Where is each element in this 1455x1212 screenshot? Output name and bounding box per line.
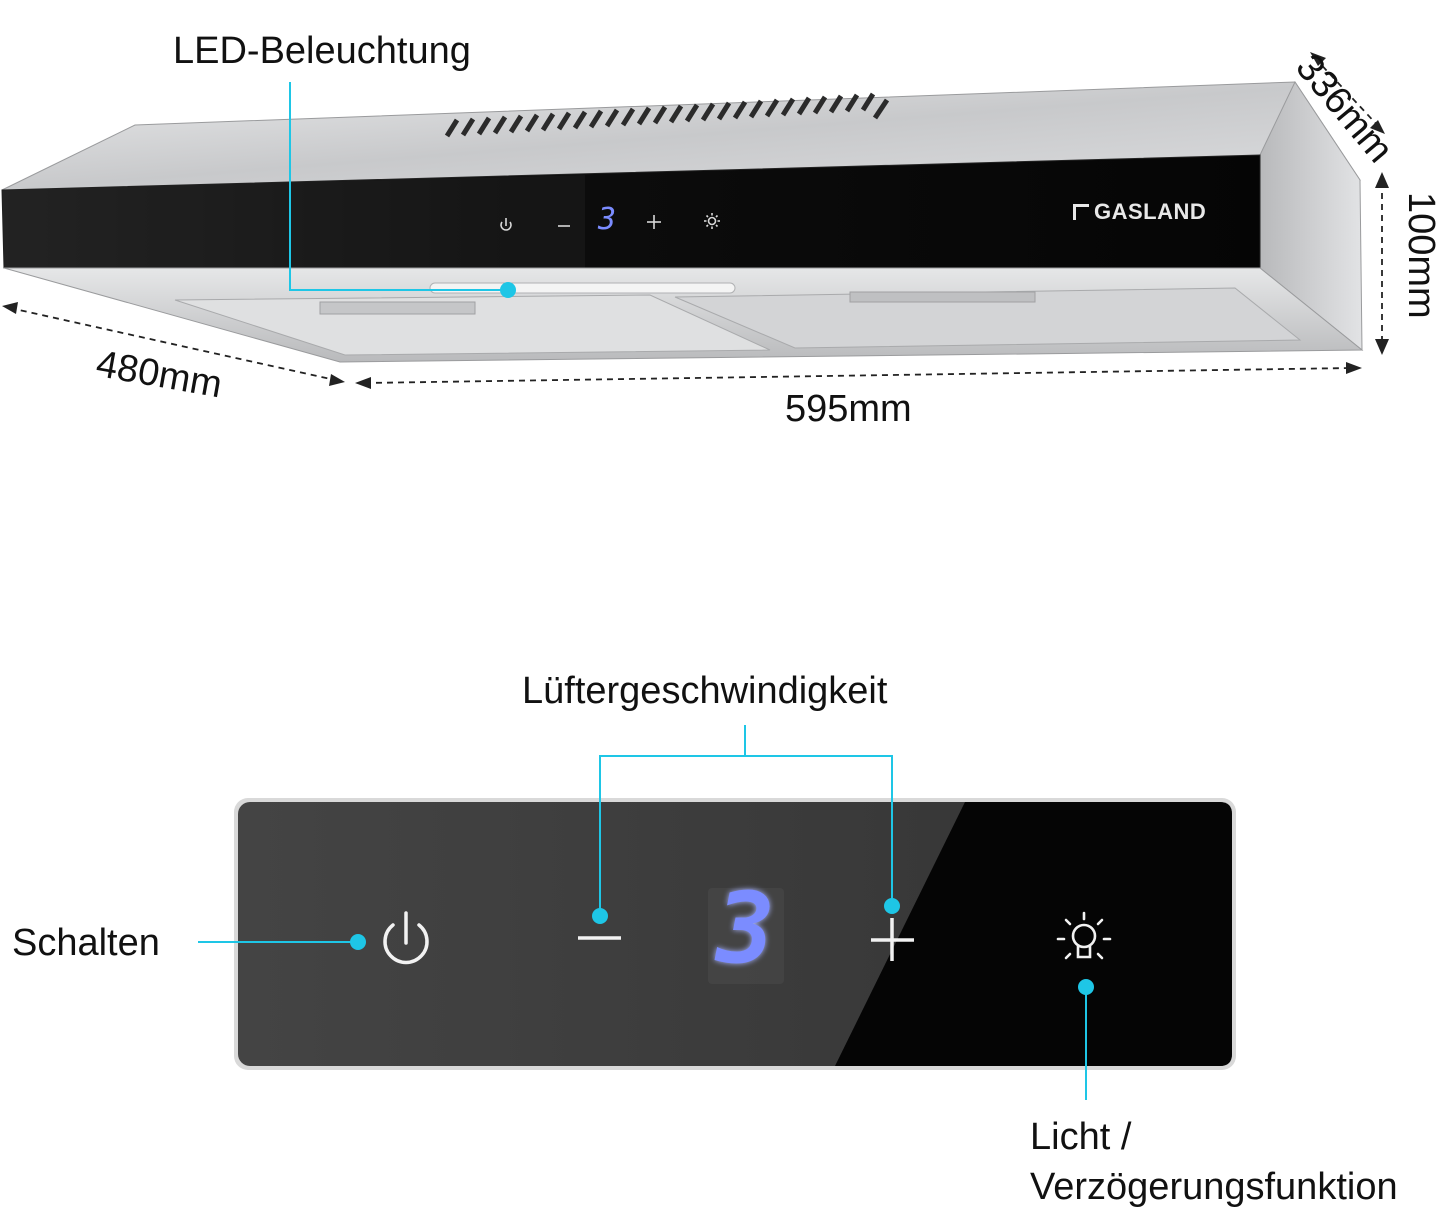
led-lighting-label: LED-Beleuchtung [173, 30, 471, 72]
fan-speed-label: Lüftergeschwindigkeit [522, 670, 888, 712]
light-label-line2: Verzögerungsfunktion [1030, 1166, 1398, 1208]
vent-slots [444, 92, 890, 138]
brand-mark-icon [1073, 204, 1089, 220]
light-label-line1: Licht / [1030, 1116, 1132, 1158]
power-icon [383, 911, 429, 965]
plus-icon [871, 918, 914, 961]
light-icon [1056, 911, 1112, 960]
led-callout-line [289, 82, 516, 298]
control-panel-graphic [234, 798, 1236, 1070]
power-callout-line [198, 934, 366, 950]
brand-logo: GASLAND [1073, 199, 1206, 225]
plus-callout-dot [884, 898, 900, 914]
hood-body [1, 80, 1364, 363]
hood-plus-icon [647, 215, 661, 229]
hood-power-icon [500, 218, 512, 231]
fan-speed-callout-line [599, 725, 893, 916]
panel-speed-display: 3 [716, 872, 776, 986]
hood-speed-display: 3 [598, 202, 617, 237]
light-callout-line [1078, 979, 1094, 1100]
hood-controls [500, 213, 720, 231]
minus-callout-dot [592, 908, 608, 924]
width-dimension-label: 595mm [785, 388, 912, 430]
hood-light-icon [704, 213, 720, 229]
dimension-lines [2, 52, 1389, 389]
height-dimension-label: 100mm [1400, 192, 1442, 319]
brand-name: GASLAND [1094, 199, 1207, 224]
power-switch-label: Schalten [12, 922, 160, 964]
